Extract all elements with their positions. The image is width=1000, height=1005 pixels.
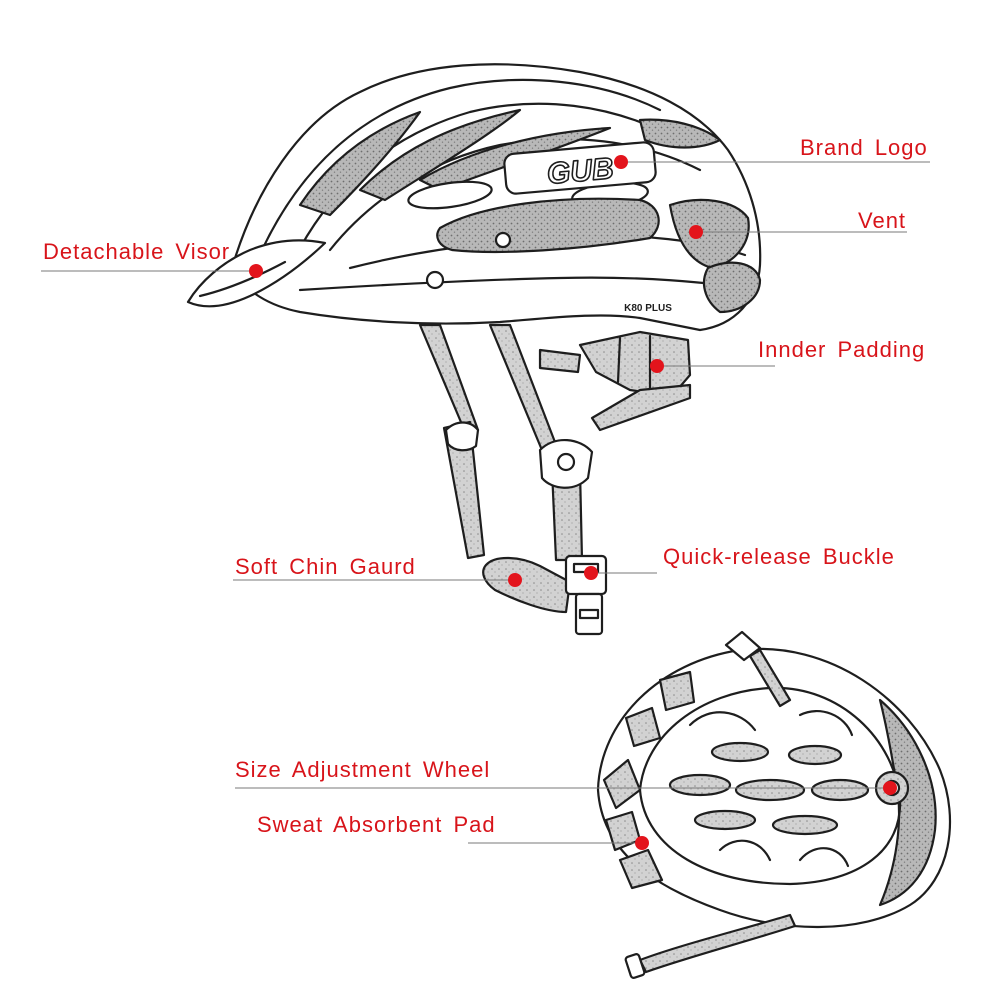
rivet — [494, 231, 512, 249]
inner-vent — [810, 778, 870, 802]
strap-clip — [724, 630, 762, 662]
shell-band — [878, 698, 937, 907]
label-quick-release-buckle: Quick-release Buckle — [663, 544, 895, 569]
vent-slot — [298, 110, 422, 217]
cradle-strap — [798, 847, 850, 868]
buckle-tail — [578, 608, 600, 620]
marker-dot-sweat-absorbent-pad — [635, 836, 649, 850]
strap — [538, 348, 582, 374]
vent-slot — [358, 108, 522, 202]
side-vent — [436, 197, 660, 254]
strap-divider — [444, 421, 480, 452]
model-text: K80 PLUS — [624, 303, 672, 314]
bottom-view-helmet — [596, 630, 952, 979]
inner-padding-block — [616, 334, 652, 392]
rim-vent — [624, 706, 662, 748]
label-sweat-absorbent-pad: Sweat Absorbent Pad — [257, 812, 496, 837]
brand-emblem — [503, 141, 657, 195]
marker-dot-soft-chin-guard — [508, 573, 522, 587]
shell-ridge — [298, 276, 757, 292]
label-size-adjustment-wheel: Size Adjustment Wheel — [235, 757, 491, 782]
side-vent — [702, 261, 762, 314]
cradle-strap — [798, 710, 854, 737]
strap — [590, 383, 692, 432]
inner-vent — [668, 773, 732, 797]
inner-vent — [771, 814, 839, 836]
inner-vent — [787, 744, 843, 766]
strap — [488, 323, 560, 457]
label-inner-padding: Innder Padding — [758, 337, 926, 362]
label-soft-chin-guard: Soft Chin Gaurd — [235, 554, 416, 579]
label-vent: Vent — [858, 208, 907, 233]
marker-dot-vent — [689, 225, 703, 239]
visor-edge — [198, 260, 287, 298]
marker-dot-quick-release-buckle — [584, 566, 598, 580]
inner-vent — [693, 809, 757, 831]
vent-slot — [638, 118, 722, 149]
strap-end — [624, 953, 646, 979]
rim-vent — [618, 848, 664, 890]
label-detachable-visor: Detachable Visor — [43, 239, 231, 264]
cradle-strap — [688, 711, 757, 732]
marker-dot-detachable-visor — [249, 264, 263, 278]
marker-dot-size-adjustment-wheel — [883, 781, 897, 795]
inner-vent — [710, 741, 770, 763]
label-brand-logo: Brand Logo — [800, 135, 928, 160]
strap-divider-hole — [556, 452, 576, 472]
side-view-helmet: GUB K80 PLUS — [186, 63, 762, 636]
marker-dot-brand-logo — [614, 155, 628, 169]
inner-vent — [734, 778, 806, 802]
callout-leaders — [41, 155, 930, 850]
chin-strap — [638, 913, 797, 974]
side-vent — [668, 198, 750, 270]
rim-vent — [658, 670, 696, 712]
soft-chin-guard — [482, 556, 572, 614]
marker-dot-inner-padding — [650, 359, 664, 373]
vent-slot — [407, 180, 493, 210]
brand-text: GUB — [546, 152, 615, 191]
shell-ridge — [260, 78, 662, 252]
strap — [418, 323, 480, 436]
cradle-strap — [718, 839, 772, 862]
rivet — [425, 270, 445, 290]
